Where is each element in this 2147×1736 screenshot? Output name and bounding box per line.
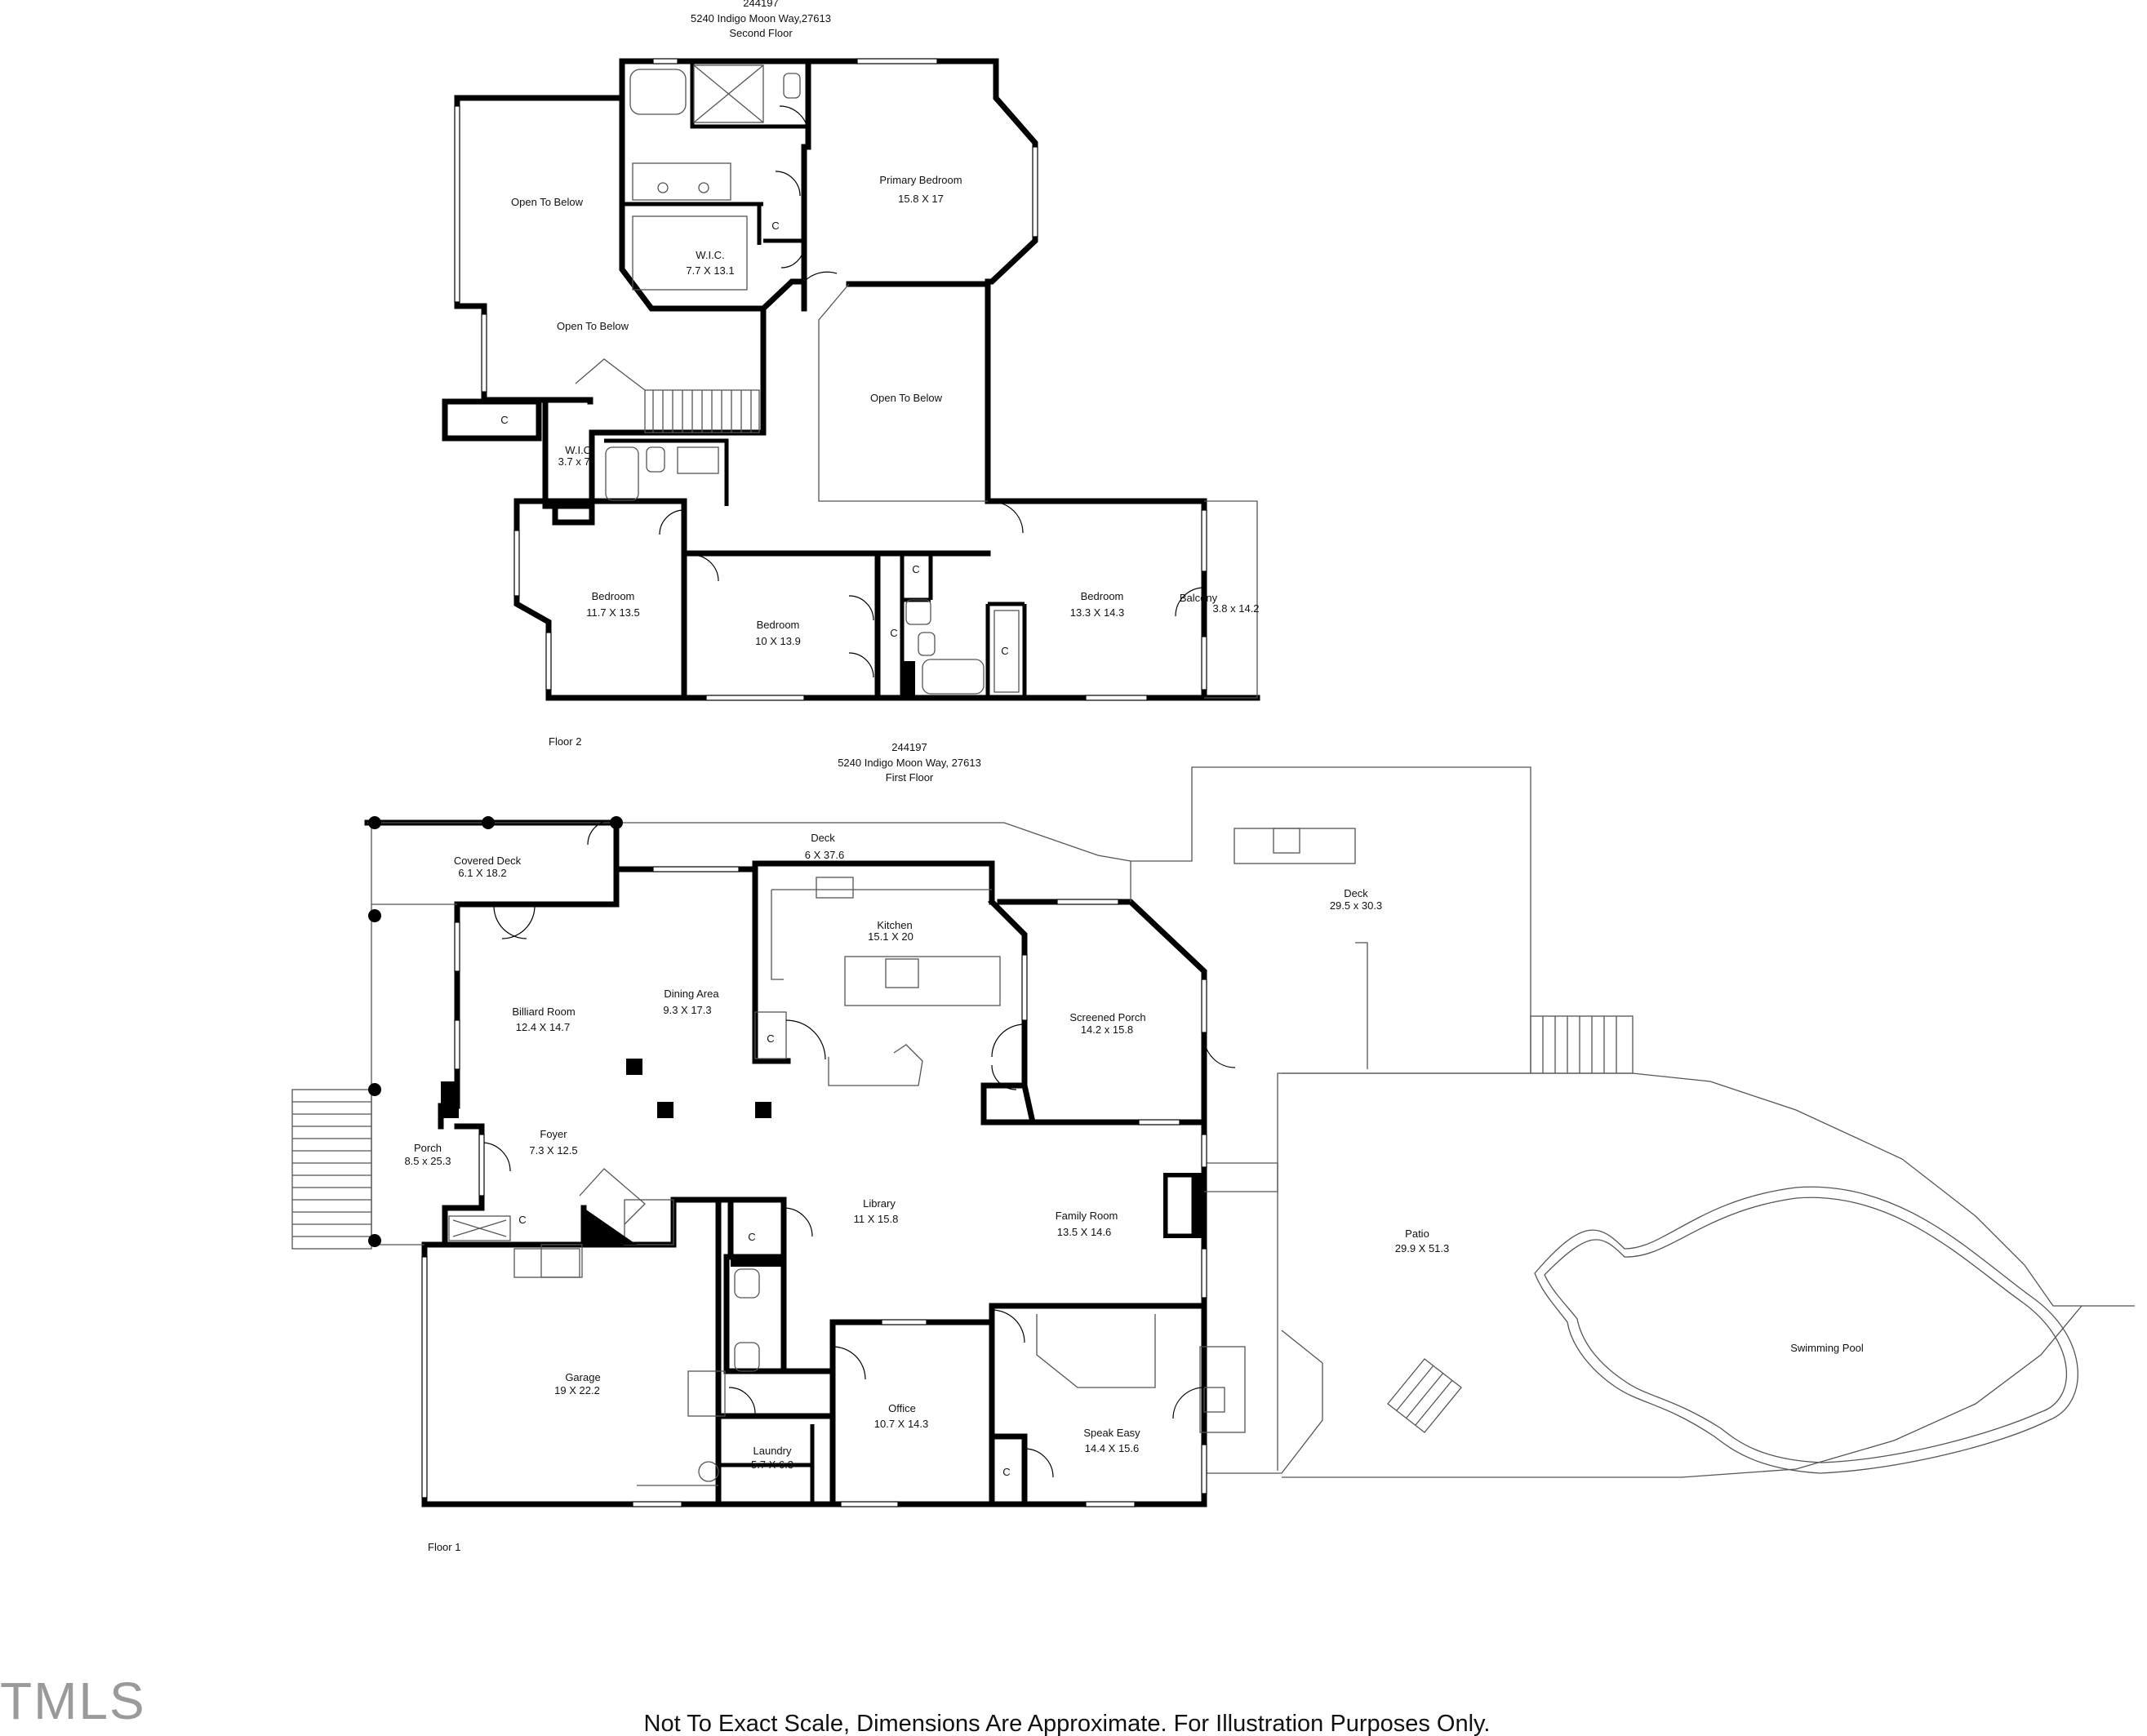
floor2-address: 5240 Indigo Moon Way,27613 (691, 12, 831, 24)
closet-label: C (890, 627, 897, 639)
room-patio: Patio (1405, 1228, 1429, 1240)
room-primary-bedroom-dims: 15.8 X 17 (898, 193, 944, 205)
room-family: Family Room (1056, 1210, 1118, 1222)
tmls-logo: TMLS (0, 1672, 146, 1730)
room-billiard-dims: 12.4 X 14.7 (516, 1021, 571, 1033)
room-deck-large: Deck (1344, 887, 1368, 899)
room-foyer: Foyer (540, 1128, 567, 1140)
room-bedroom-middle: Bedroom (757, 619, 800, 631)
room-laundry-dims: 5.7 X 6.3 (751, 1459, 793, 1471)
room-office-dims: 10.7 X 14.3 (874, 1418, 929, 1430)
room-wic-small: W.I.C. (565, 444, 593, 456)
room-library-dims: 11 X 15.8 (854, 1213, 899, 1225)
floor1-walls (364, 819, 1207, 1507)
room-wic-primary: W.I.C. (696, 249, 724, 261)
closet-label: C (748, 1231, 755, 1243)
room-open-to-below-3: Open To Below (870, 392, 943, 404)
room-bedroom-left-dims: 11.7 X 13.5 (586, 606, 640, 619)
room-open-to-below-2: Open To Below (557, 320, 629, 332)
room-deck-top: Deck (811, 832, 835, 844)
room-wic-small-dims: 3.7 x 7. (558, 455, 593, 468)
room-garage-dims: 19 X 22.2 (554, 1384, 600, 1396)
floor2-floor-name: Second Floor (729, 27, 793, 39)
room-bedroom-right: Bedroom (1081, 590, 1124, 602)
room-office: Office (888, 1402, 916, 1414)
disclaimer: Not To Exact Scale, Dimensions Are Appro… (644, 1711, 1491, 1736)
room-foyer-dims: 7.3 X 12.5 (529, 1144, 577, 1157)
closet-label: C (500, 414, 508, 426)
room-kitchen: Kitchen (877, 919, 912, 931)
closet-label: C (1001, 645, 1008, 657)
closet-label: C (771, 220, 779, 232)
closet-label: C (1002, 1466, 1010, 1478)
room-dining-dims: 9.3 X 17.3 (663, 1004, 711, 1016)
closet-label: C (767, 1032, 774, 1045)
floor2-walls (442, 58, 1260, 701)
room-screened-porch: Screened Porch (1069, 1011, 1145, 1023)
room-kitchen-dims: 15.1 X 20 (868, 930, 913, 943)
room-bedroom-left: Bedroom (592, 590, 635, 602)
room-porch: Porch (414, 1142, 442, 1154)
floor1-room-labels: Deck 6 X 37.6 Covered Deck 6.1 X 18.2 Ki… (404, 832, 1863, 1478)
room-primary-bedroom: Primary Bedroom (879, 174, 962, 186)
floor1-label: Floor 1 (428, 1541, 460, 1553)
floor1-outdoor (291, 766, 2135, 1486)
room-balcony-dims: 3.8 x 14.2 (1212, 602, 1259, 615)
floor2-plan-id: 244197 (743, 0, 778, 9)
room-deck-large-dims: 29.5 x 30.3 (1330, 899, 1382, 912)
room-swimming-pool: Swimming Pool (1790, 1342, 1864, 1354)
floor1-windows (421, 866, 1207, 1507)
room-bedroom-right-dims: 13.3 X 14.3 (1070, 606, 1125, 619)
room-billiard: Billiard Room (512, 1006, 575, 1018)
room-garage: Garage (565, 1371, 600, 1383)
room-deck-top-dims: 6 X 37.6 (805, 849, 844, 861)
closet-label: C (518, 1214, 526, 1226)
floor1-address: 5240 Indigo Moon Way, 27613 (838, 757, 981, 769)
room-screened-porch-dims: 14.2 x 15.8 (1081, 1023, 1133, 1036)
room-bedroom-middle-dims: 10 X 13.9 (755, 635, 801, 647)
floor2-windows (454, 58, 1207, 701)
room-dining: Dining Area (664, 988, 719, 1000)
floor1-floor-name: First Floor (886, 771, 934, 784)
room-patio-dims: 29.9 X 51.3 (1395, 1242, 1450, 1254)
room-covered-deck: Covered Deck (454, 855, 522, 867)
room-library: Library (863, 1197, 896, 1210)
room-covered-deck-dims: 6.1 X 18.2 (458, 867, 506, 879)
room-speak-easy-dims: 14.4 X 15.6 (1085, 1442, 1140, 1454)
floor2-fixtures (575, 64, 1205, 695)
closet-label: C (912, 563, 919, 575)
room-laundry: Laundry (753, 1445, 792, 1457)
floor2-room-labels: Open To Below Primary Bedroom 15.8 X 17 … (500, 174, 1259, 657)
room-speak-easy: Speak Easy (1083, 1427, 1140, 1439)
floor1-plan-id: 244197 (891, 741, 927, 753)
room-open-to-below-1: Open To Below (511, 196, 584, 208)
room-family-dims: 13.5 X 14.6 (1057, 1226, 1112, 1238)
floor2-label: Floor 2 (549, 735, 581, 748)
room-balcony: Balcony (1180, 592, 1218, 604)
room-wic-primary-dims: 7.7 X 13.1 (686, 264, 734, 277)
room-porch-dims: 8.5 x 25.3 (404, 1155, 451, 1167)
